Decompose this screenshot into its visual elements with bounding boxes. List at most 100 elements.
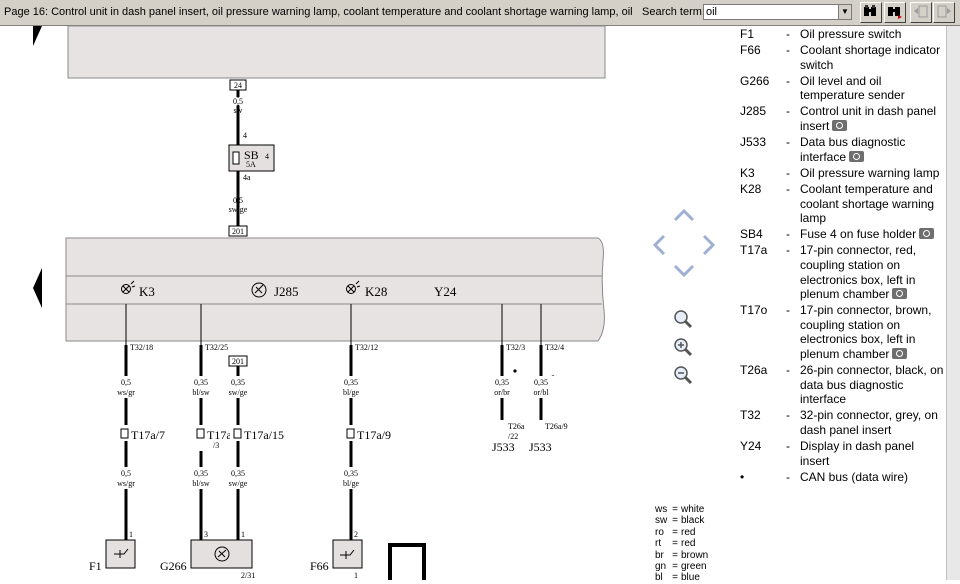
svg-text:00: 00 [234, 97, 242, 106]
fuse-icon [232, 151, 240, 165]
legend-code: T17a [740, 243, 768, 258]
switch-icon [114, 548, 129, 558]
camera-icon[interactable] [919, 228, 935, 240]
pan-right-icon[interactable] [702, 234, 716, 256]
legend-text: 17-pin connector, red, coupling station … [800, 243, 917, 302]
color-code-row: bl=blue [655, 572, 700, 584]
legend-text: Oil pressure warning lamp [800, 165, 940, 180]
legend-dash: - [786, 363, 790, 378]
legend-text: Control unit in dash panel insert [800, 104, 937, 134]
switch-icon [340, 549, 355, 559]
svg-text:bl/ge: bl/ge [343, 479, 359, 488]
svg-text:or/br: or/br [494, 388, 510, 397]
g266-label: G266 [160, 559, 187, 573]
j285-label: J285 [274, 284, 299, 299]
legend-item-f1: F1 -Oil pressure switch [740, 27, 946, 42]
y24-label: Y24 [434, 284, 457, 299]
svg-text:1: 1 [129, 530, 133, 539]
pin-label: T32/18 [130, 343, 153, 352]
search-next-button[interactable] [884, 2, 906, 23]
svg-text:0,35: 0,35 [344, 469, 358, 478]
legend-item-t17a: T17a -17-pin connector, red, coupling sta… [740, 243, 946, 301]
legend-item-f66: F66-Coolant shortage indicator switch [740, 43, 946, 72]
k28-label: K28 [365, 284, 387, 299]
wire-size-label: 0,5 [233, 196, 243, 205]
pin-label: T32/3 [506, 343, 525, 352]
fuse-label: SB [244, 148, 259, 162]
svg-text:201: 201 [232, 357, 244, 366]
legend-code: F66 [740, 43, 761, 58]
legend-code: K28 [740, 181, 762, 196]
zoom-in-icon[interactable] [672, 336, 694, 358]
legend-item-y24: Y24-Display in dash panel insert [740, 439, 946, 468]
legend-item-j533: J533-Data bus diagnostic interface [740, 135, 946, 164]
connector-label: T17a/9 [357, 428, 391, 442]
legend-code: G266 [740, 73, 770, 88]
vertical-scrollbar[interactable] [946, 26, 960, 580]
can-bus-dot [513, 369, 517, 373]
svg-text:0,35: 0,35 [534, 378, 548, 387]
binoculars-icon [864, 5, 876, 16]
legend-code: K3 [740, 165, 755, 180]
svg-text:ws/gr: ws/gr [117, 388, 135, 397]
page-back-icon [914, 5, 928, 18]
fuse-rating: 5A [246, 160, 256, 169]
legend-item-t26a: T26a-26-pin connector, black, on data bu… [740, 363, 946, 407]
camera-icon[interactable] [892, 288, 908, 300]
zoom-fit-icon[interactable] [672, 308, 694, 330]
prev-page-button[interactable] [910, 2, 932, 23]
legend-text: Fuse 4 on fuse holder [800, 227, 946, 242]
legend-text: Oil pressure switch [800, 27, 902, 41]
legend-text: Oil level and oil temperature sender [800, 73, 905, 103]
legend-dash: - [786, 135, 790, 150]
wiring-diagram[interactable]: 24 00 0,5 sw 4 SB 4 5A 4a 0,5 sw/ge 201 … [0, 25, 650, 580]
legend-dash: - [786, 439, 790, 454]
svg-text:or/bl: or/bl [533, 388, 549, 397]
connector-201 [228, 225, 248, 237]
camera-icon[interactable] [832, 120, 848, 132]
ground-bracket [388, 543, 426, 580]
legend-code: T26a [740, 363, 768, 378]
wire-color-legend: ws=white sw=black ro=red rt=red br=brown… [655, 504, 708, 584]
legend-code: SB4 [740, 227, 763, 242]
svg-text:1: 1 [354, 571, 358, 580]
pin-label: T32/25 [205, 343, 228, 352]
pan-up-icon[interactable] [673, 208, 695, 222]
wire-color-label: sw/ge [229, 205, 248, 214]
legend-dash: - [786, 303, 790, 318]
legend-code: J285 [740, 104, 767, 119]
legend-text: Display in dash panel insert [800, 439, 915, 468]
search-dropdown-button[interactable]: ▼ [838, 4, 852, 20]
search-input[interactable]: oil [703, 4, 839, 20]
svg-text:bl/sw: bl/sw [192, 479, 210, 488]
legend-dash: - [786, 27, 790, 41]
top-component-block [67, 25, 606, 79]
legend-item-j285: J285 -Control unit in dash panel insert [740, 104, 946, 133]
camera-icon[interactable] [849, 150, 865, 162]
legend-dash: - [786, 181, 790, 196]
pan-down-icon[interactable] [673, 264, 695, 278]
camera-icon[interactable] [892, 347, 908, 359]
pin-label: T32/12 [355, 343, 378, 352]
legend-dash: - [786, 243, 790, 258]
svg-text:0,35: 0,35 [495, 378, 509, 387]
pan-left-icon[interactable] [652, 234, 666, 256]
search-first-button[interactable] [860, 2, 882, 23]
wire-size-label: 0,5 [233, 97, 243, 106]
legend-dash: - [786, 165, 790, 180]
legend-dash: - [786, 104, 790, 119]
zoom-out-icon[interactable] [672, 364, 694, 386]
legend-item-sb4: SB4-Fuse 4 on fuse holder [740, 227, 946, 242]
legend-dash: - [786, 408, 790, 423]
legend-text: 17-pin connector, brown, coupling statio… [800, 303, 932, 361]
page-forward-icon [937, 5, 951, 18]
page-continue-marker [33, 26, 42, 46]
connector-24-label: 24 [234, 81, 242, 90]
next-page-button[interactable] [933, 2, 955, 23]
pan-controls [652, 208, 716, 280]
legend-code: F1 [740, 27, 755, 41]
pin-label: T32/4 [545, 343, 564, 352]
legend-text: Data bus diagnostic interface [800, 135, 906, 164]
page-title: Page 16: Control unit in dash panel inse… [4, 6, 633, 18]
